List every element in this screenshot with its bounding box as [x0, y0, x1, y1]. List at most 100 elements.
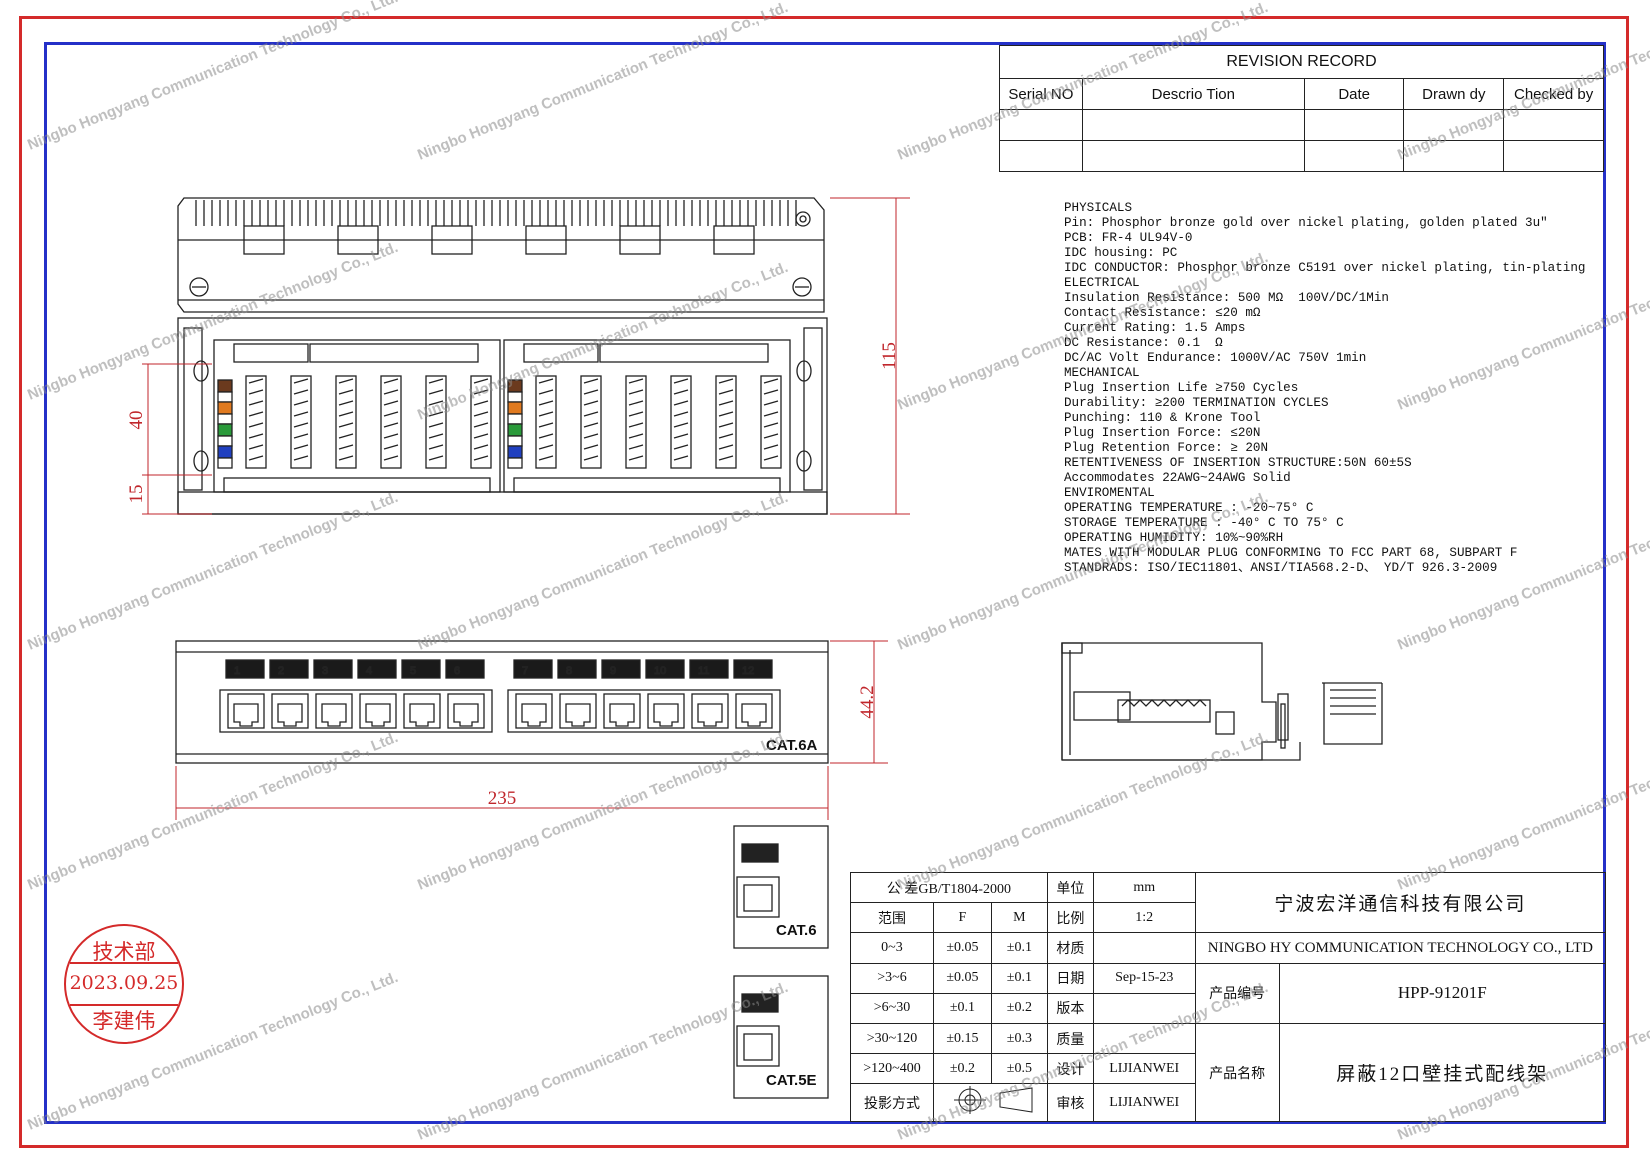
- quality-label: 质量: [1046, 1023, 1094, 1055]
- m-header: M: [990, 902, 1048, 934]
- rj45-port: [515, 693, 553, 729]
- f-4: ±0.2: [932, 1053, 992, 1085]
- idc-block: [245, 375, 267, 469]
- revision-record-table: REVISION RECORD Serial NO Descrio Tion D…: [999, 45, 1604, 172]
- stamp-dept: 技术部: [92, 940, 156, 964]
- port-label-plate: [357, 659, 397, 679]
- idc-block: [535, 375, 557, 469]
- scale-value: 1:2: [1092, 902, 1196, 934]
- product-name-label: 产品名称: [1194, 1023, 1280, 1122]
- range-3: >30~120: [850, 1023, 934, 1055]
- header-serial-no: Serial NO: [999, 78, 1083, 110]
- scale-label: 比例: [1046, 902, 1094, 934]
- version-label: 版本: [1046, 992, 1094, 1025]
- f-0: ±0.05: [932, 932, 992, 964]
- port-number: 12: [742, 665, 754, 677]
- idc-block: [625, 375, 647, 469]
- port-label-plate: [401, 659, 441, 679]
- idc-block: [380, 375, 402, 469]
- cat5e-module-view: [733, 975, 829, 1099]
- spec-line: OPERATING HUMIDITY: 10%~90%RH: [1064, 531, 1284, 545]
- approval-stamp: [64, 924, 184, 1044]
- product-no-label: 产品编号: [1194, 962, 1280, 1025]
- wire-color-code: [507, 401, 523, 415]
- port-number: 8: [566, 665, 572, 677]
- spec-line: Plug Insertion Force: ≤20N: [1064, 426, 1261, 440]
- spec-line: OPERATING TEMPERATURE : -20~75° C: [1064, 501, 1314, 515]
- port-number: 9: [610, 665, 616, 677]
- top-view-body: [177, 317, 828, 515]
- idc-block: [425, 375, 447, 469]
- rear-latch: [619, 225, 661, 255]
- rj45-port: [603, 693, 641, 729]
- review-value: LIJIANWEI: [1092, 1083, 1196, 1122]
- spec-line: IDC housing: PC: [1064, 246, 1178, 260]
- dim-15: 15: [126, 485, 147, 504]
- spec-line: Durability: ≥200 TERMINATION CYCLES: [1064, 396, 1329, 410]
- wire-color-code: [217, 423, 233, 437]
- range-1: >3~6: [850, 962, 934, 994]
- spec-line: MECHANICAL: [1064, 366, 1140, 380]
- port-number: 6: [454, 665, 460, 677]
- port-number: 5: [410, 665, 416, 677]
- port-label-plate: [269, 659, 309, 679]
- product-no: HPP-91201F: [1278, 962, 1607, 1025]
- wire-color-code: [217, 445, 233, 459]
- outer-frame: [19, 16, 1629, 1148]
- idc-block: [580, 375, 602, 469]
- stamp-date: 2023.09.25: [69, 972, 179, 994]
- port-number: 1: [234, 665, 240, 677]
- spec-line: Plug Retention Force: ≥ 20N: [1064, 441, 1269, 455]
- spec-line: RETENTIVENESS OF INSERTION STRUCTURE:50N…: [1064, 456, 1412, 470]
- m-3: ±0.3: [990, 1023, 1048, 1055]
- rev-cell: [1503, 109, 1604, 141]
- port-number: 7: [522, 665, 528, 677]
- idc-terminal-blocks: [217, 343, 782, 469]
- spec-line: ENVIROMENTAL: [1064, 486, 1155, 500]
- spec-line: Plug Insertion Life ≥750 Cycles: [1064, 381, 1299, 395]
- port-label-plate: [601, 659, 641, 679]
- port-label-plate: [557, 659, 597, 679]
- revision-record-title: REVISION RECORD: [999, 45, 1604, 79]
- dimension-lines: [142, 197, 910, 820]
- rev-cell: [1403, 109, 1505, 141]
- front-view-body: [175, 640, 829, 764]
- port-label-plate: [313, 659, 353, 679]
- spec-line: PHYSICALS: [1064, 201, 1133, 215]
- side-view: [1061, 642, 1383, 761]
- m-0: ±0.1: [990, 932, 1048, 964]
- port-label-plate: [689, 659, 729, 679]
- f-3: ±0.15: [932, 1023, 992, 1055]
- rj45-port: [559, 693, 597, 729]
- rj45-port: [691, 693, 729, 729]
- port-number: 4: [366, 665, 372, 677]
- spec-line: Accommodates 22AWG~24AWG Solid: [1064, 471, 1291, 485]
- m-2: ±0.2: [990, 992, 1048, 1025]
- range-header: 范围: [850, 902, 934, 934]
- range-4: >120~400: [850, 1053, 934, 1085]
- idc-block: [715, 375, 737, 469]
- rear-latch: [337, 225, 379, 255]
- rj45-port: [227, 693, 265, 729]
- port-number: 3: [322, 665, 328, 677]
- top-view-fins: [195, 200, 797, 255]
- ground-screw-icon: [795, 211, 811, 227]
- version-value: [1092, 992, 1196, 1025]
- rj45-port: [271, 693, 309, 729]
- rear-latch: [431, 225, 473, 255]
- spec-line: IDC CONDUCTOR: Phosphor bronze C5191 ove…: [1064, 261, 1586, 275]
- idc-block: [290, 375, 312, 469]
- rear-latch: [243, 225, 285, 255]
- cat6a-label: CAT.6A: [766, 737, 818, 754]
- quality-value: [1092, 1023, 1196, 1055]
- spec-line: PCB: FR-4 UL94V-0: [1064, 231, 1193, 245]
- date-label: 日期: [1046, 962, 1094, 994]
- dim-235: 235: [488, 788, 517, 809]
- wire-color-code: [217, 401, 233, 415]
- idc-block: [335, 375, 357, 469]
- tolerance-title: 公 差GB/T1804-2000: [850, 871, 1048, 904]
- unit-label: 单位: [1046, 871, 1094, 904]
